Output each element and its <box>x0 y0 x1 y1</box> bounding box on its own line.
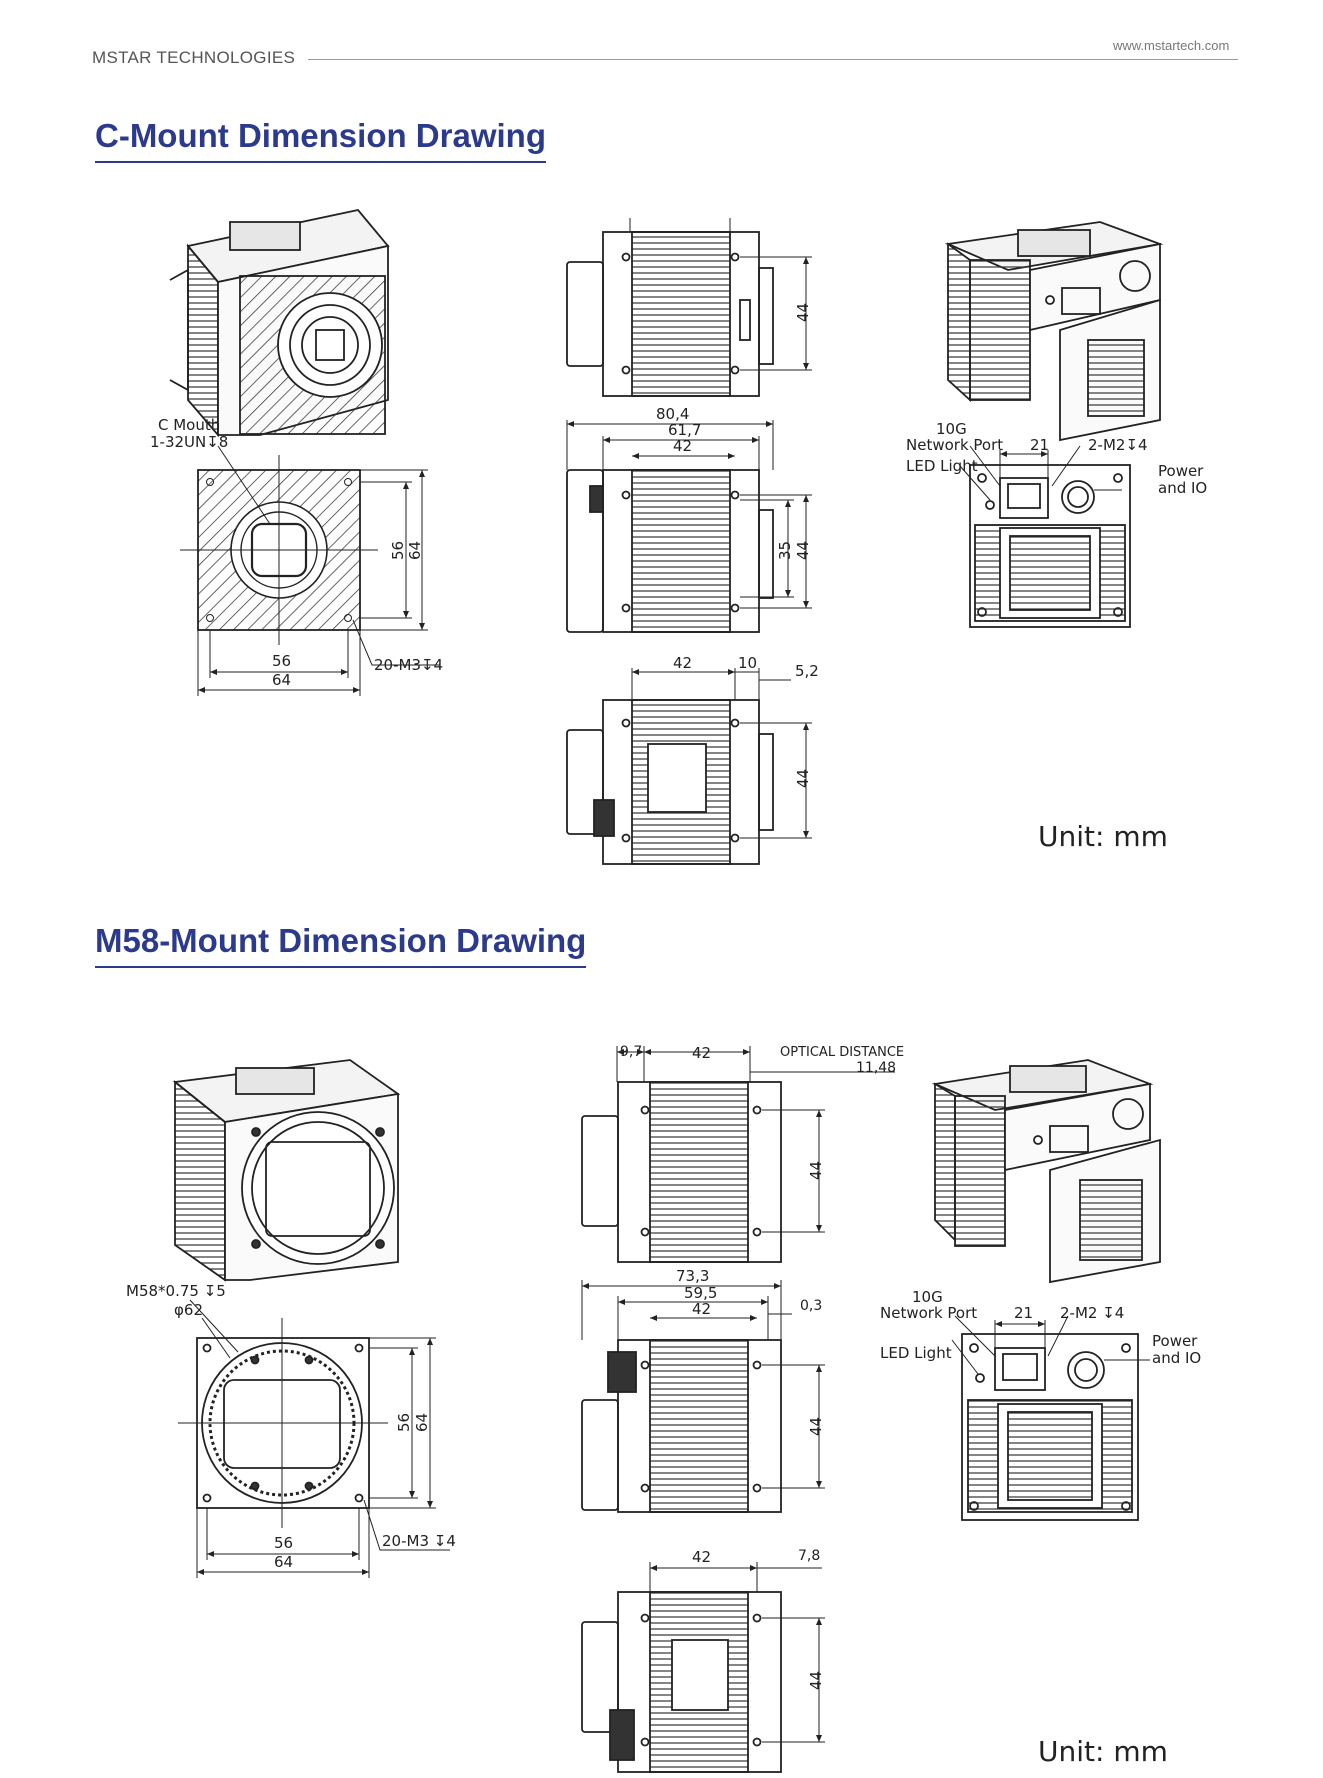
m58-rear-port-label-2: Network Port <box>880 1304 977 1322</box>
c-rear-port-label-1: 10G <box>936 420 967 438</box>
m58-front-dim-height-inner: 56 <box>395 1413 413 1432</box>
m58-top-height: 44 <box>807 1161 825 1180</box>
c-mount-bottom-side-view <box>566 668 812 865</box>
m58-bottom-offset: 7,8 <box>798 1548 820 1564</box>
website-url: www.mstartech.com <box>1113 38 1230 53</box>
c-mount-front-view <box>180 445 440 696</box>
c-front-dim-height-outer: 64 <box>406 541 424 560</box>
m58-rear-power-label-2: and IO <box>1152 1349 1201 1367</box>
m58-bottom-height: 44 <box>807 1671 825 1690</box>
c-front-dim-width-outer: 64 <box>272 671 291 689</box>
m58-front-dim-width-inner: 56 <box>274 1534 293 1552</box>
c-rear-port-label-2: Network Port <box>906 436 1003 454</box>
c-front-dim-height-inner: 56 <box>389 541 407 560</box>
c-mount-rear-view <box>959 445 1131 628</box>
m58-mount-rear-iso-view <box>931 1059 1161 1284</box>
c-rear-port-spacing: 21 <box>1030 436 1049 454</box>
c-rear-screws: 2-M2↧4 <box>1088 436 1148 454</box>
c-side-height: 44 <box>794 541 812 560</box>
c-top-height: 44 <box>794 303 812 322</box>
header-divider <box>308 59 1238 60</box>
c-side-body-length: 61,7 <box>668 421 701 439</box>
m58-front-dim-width-outer: 64 <box>274 1553 293 1571</box>
m58-rear-power-label-1: Power <box>1152 1332 1198 1350</box>
m58-mount-front-view <box>178 1299 450 1578</box>
c-rear-power-label-1: Power <box>1158 462 1204 480</box>
c-bottom-fin-length: 42 <box>673 654 692 672</box>
c-bottom-offset: 5,2 <box>795 662 819 680</box>
m58-side-body-length: 59,5 <box>684 1284 717 1302</box>
c-mount-side-view <box>566 420 812 633</box>
c-front-holes: 20-M3↧4 <box>374 656 443 674</box>
c-mount-top-side-view <box>566 218 812 397</box>
m58-mount-top-side-view <box>581 1046 895 1263</box>
c-side-fin-length: 42 <box>673 437 692 455</box>
c-rear-power-label-2: and IO <box>1158 479 1207 497</box>
m58-front-mount-label-1: M58*0.75 ↧5 <box>126 1282 226 1300</box>
unit-label-m58-mount: Unit: mm <box>1038 1735 1168 1768</box>
c-front-mount-label-2: 1-32UN↧8 <box>150 433 228 451</box>
section-title-m58-mount: M58-Mount Dimension Drawing <box>95 922 587 968</box>
m58-side-total-length: 73,3 <box>676 1267 709 1285</box>
m58-mount-side-view <box>581 1280 825 1513</box>
m58-mount-bottom-side-view <box>581 1562 825 1773</box>
m58-bottom-fin-length: 42 <box>692 1548 711 1566</box>
c-front-dim-width-inner: 56 <box>272 652 291 670</box>
m58-side-fin-length: 42 <box>692 1300 711 1318</box>
m58-front-mount-label-2: φ62 <box>174 1301 203 1319</box>
c-side-hole-spacing: 35 <box>776 541 794 560</box>
section-title-c-mount: C-Mount Dimension Drawing <box>95 117 546 163</box>
m58-top-front-offset: 9,7 <box>620 1044 642 1060</box>
company-name: MSTAR TECHNOLOGIES <box>92 48 296 67</box>
c-side-total-length: 80,4 <box>656 405 689 423</box>
c-bottom-rear-length: 10 <box>738 654 757 672</box>
m58-rear-screws: 2-M2 ↧4 <box>1060 1304 1124 1322</box>
m58-side-offset: 0,3 <box>800 1298 822 1314</box>
m58-front-dim-height-outer: 64 <box>413 1413 431 1432</box>
m58-mount-rear-view <box>951 1315 1150 1521</box>
m58-top-optical-label: OPTICAL DISTANCE <box>780 1045 904 1060</box>
m58-rear-port-spacing: 21 <box>1014 1304 1033 1322</box>
m58-top-fin-length: 42 <box>692 1044 711 1062</box>
m58-side-height: 44 <box>807 1417 825 1436</box>
m58-rear-led-label: LED Light <box>880 1344 952 1362</box>
m58-front-holes: 20-M3 ↧4 <box>382 1532 456 1550</box>
m58-rear-port-label-1: 10G <box>912 1288 943 1306</box>
c-mount-iso-view <box>169 209 390 438</box>
c-bottom-height: 44 <box>794 769 812 788</box>
c-mount-rear-iso-view <box>944 221 1164 442</box>
c-front-mount-label-1: C Mouth <box>158 416 220 434</box>
c-rear-led-label: LED Light <box>906 457 978 475</box>
m58-mount-iso-view <box>172 1059 401 1282</box>
unit-label-c-mount: Unit: mm <box>1038 820 1168 853</box>
m58-top-optical-value: 11,48 <box>856 1060 896 1076</box>
